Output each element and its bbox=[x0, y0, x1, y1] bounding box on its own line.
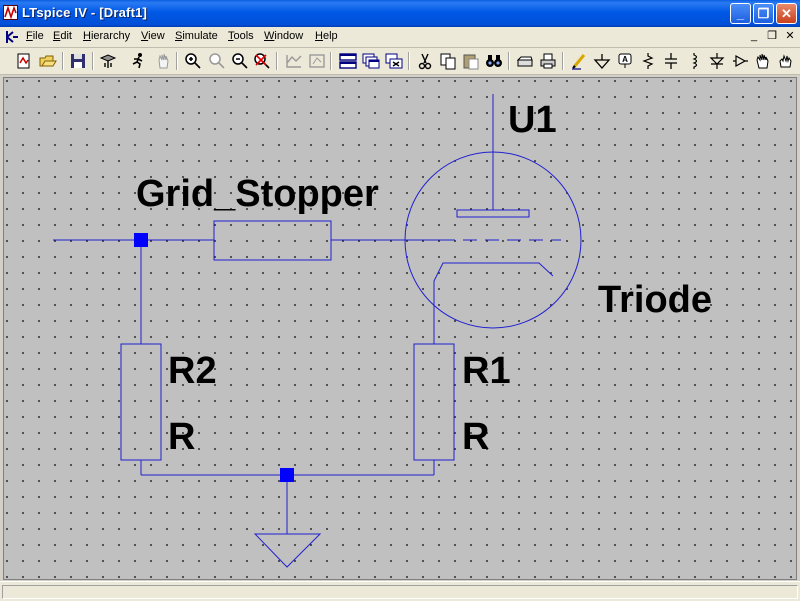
document-restore-button[interactable]: ❐ bbox=[767, 30, 777, 42]
menu-edit[interactable]: Edit bbox=[53, 30, 72, 42]
cascade-icon[interactable] bbox=[361, 51, 381, 71]
toolbar: A bbox=[0, 48, 800, 75]
status-bar bbox=[0, 581, 800, 601]
drag-icon[interactable] bbox=[776, 51, 796, 71]
label-net-icon[interactable]: A bbox=[615, 51, 635, 71]
ground-symbol[interactable] bbox=[253, 533, 322, 568]
save-icon[interactable] bbox=[68, 51, 88, 71]
toolbar-separator bbox=[408, 52, 410, 70]
open-icon[interactable] bbox=[38, 51, 58, 71]
toolbar-separator bbox=[330, 52, 332, 70]
close-all-icon[interactable] bbox=[384, 51, 404, 71]
r2-resistor[interactable] bbox=[120, 343, 162, 461]
junction-node[interactable] bbox=[134, 233, 148, 247]
tube-value-label[interactable]: Triode bbox=[598, 279, 713, 321]
grid-stopper-label[interactable]: Grid_Stopper bbox=[136, 173, 379, 215]
zoom-out-icon[interactable] bbox=[230, 51, 250, 71]
toolbar-separator bbox=[176, 52, 178, 70]
paste-icon[interactable] bbox=[461, 51, 481, 71]
svg-text:A: A bbox=[622, 55, 628, 64]
menu-bar: File Edit Hierarchy View Simulate Tools … bbox=[0, 27, 800, 48]
copy-icon[interactable] bbox=[438, 51, 458, 71]
halt-icon[interactable] bbox=[154, 51, 174, 71]
component-icon[interactable] bbox=[730, 51, 750, 71]
find-icon[interactable] bbox=[484, 51, 504, 71]
tube-refdes-label[interactable]: U1 bbox=[508, 99, 557, 141]
print-setup-icon[interactable] bbox=[515, 51, 535, 71]
document-minimize-button[interactable]: _ bbox=[750, 30, 758, 42]
title-bar: LTspice IV - [Draft1] _ ❐ ✕ bbox=[0, 0, 800, 27]
fit-icon[interactable] bbox=[307, 51, 327, 71]
diode-icon[interactable] bbox=[707, 51, 727, 71]
menu-view[interactable]: View bbox=[141, 30, 165, 42]
menu-simulate[interactable]: Simulate bbox=[175, 30, 218, 42]
schematic-drawing bbox=[53, 94, 582, 568]
r1-resistor[interactable] bbox=[413, 343, 455, 461]
run-icon[interactable] bbox=[128, 51, 148, 71]
capacitor-icon[interactable] bbox=[661, 51, 681, 71]
r2-name-label[interactable]: R2 bbox=[168, 350, 217, 392]
toolbar-separator bbox=[562, 52, 564, 70]
control-panel-icon[interactable] bbox=[98, 51, 118, 71]
new-schematic-icon[interactable] bbox=[14, 51, 34, 71]
status-pane bbox=[2, 585, 798, 599]
r1-name-label[interactable]: R1 bbox=[462, 350, 511, 392]
schematic-canvas[interactable]: U1 Grid_Stopper Triode R2 R R1 R bbox=[3, 77, 797, 580]
close-button[interactable]: ✕ bbox=[776, 3, 797, 24]
toolbar-separator bbox=[508, 52, 510, 70]
window-title: LTspice IV - [Draft1] bbox=[22, 5, 148, 20]
menu-help[interactable]: Help bbox=[315, 30, 338, 42]
ground-icon[interactable] bbox=[592, 51, 612, 71]
document-system-menu-icon[interactable] bbox=[4, 29, 20, 45]
document-close-button[interactable]: ✕ bbox=[785, 30, 795, 42]
maximize-button[interactable]: ❐ bbox=[753, 3, 774, 24]
autorange-icon[interactable] bbox=[284, 51, 304, 71]
r2-value-label[interactable]: R bbox=[168, 416, 196, 458]
zoom-full-icon[interactable] bbox=[207, 51, 227, 71]
print-icon[interactable] bbox=[538, 51, 558, 71]
menu-window[interactable]: Window bbox=[264, 30, 304, 42]
ltspice-app-icon[interactable] bbox=[3, 5, 18, 20]
triode-symbol[interactable] bbox=[404, 151, 582, 329]
toolbar-separator bbox=[276, 52, 278, 70]
cut-icon[interactable] bbox=[415, 51, 435, 71]
menu-hierarchy[interactable]: Hierarchy bbox=[83, 30, 131, 42]
tile-icon[interactable] bbox=[338, 51, 358, 71]
cancel-zoom-icon[interactable] bbox=[252, 51, 272, 71]
minimize-button[interactable]: _ bbox=[730, 3, 751, 24]
r1-value-label[interactable]: R bbox=[462, 416, 490, 458]
menu-tools[interactable]: Tools bbox=[228, 30, 254, 42]
move-icon[interactable] bbox=[753, 51, 773, 71]
toolbar-separator bbox=[62, 52, 64, 70]
toolbar-separator bbox=[92, 52, 94, 70]
junction-node[interactable] bbox=[280, 468, 294, 482]
inductor-icon[interactable] bbox=[684, 51, 704, 71]
menu-file[interactable]: File bbox=[26, 30, 44, 42]
draw-wire-icon[interactable] bbox=[569, 51, 589, 71]
zoom-in-icon[interactable] bbox=[183, 51, 203, 71]
grid-stopper-resistor[interactable] bbox=[213, 220, 332, 261]
resistor-icon[interactable] bbox=[638, 51, 658, 71]
